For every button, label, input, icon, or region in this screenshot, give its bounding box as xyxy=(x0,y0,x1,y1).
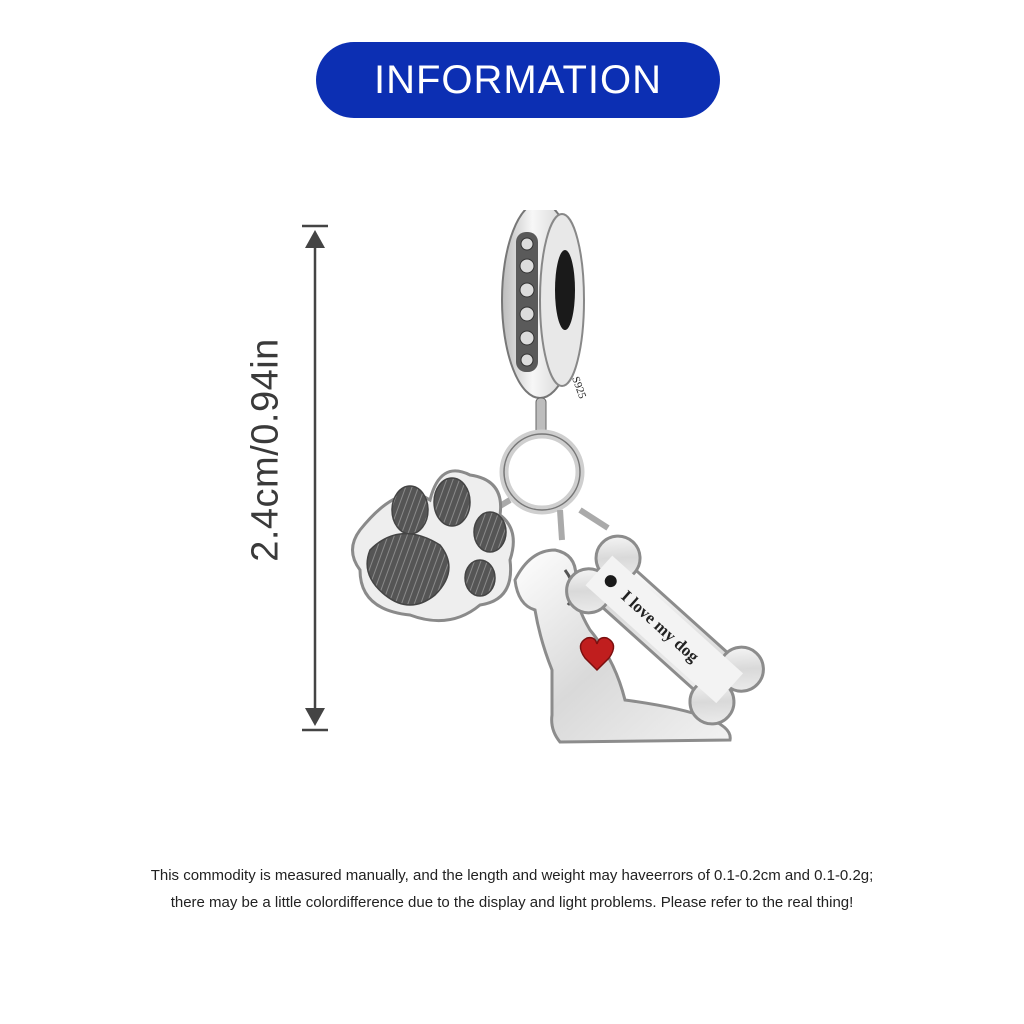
disclaimer-line-1: This commodity is measured manually, and… xyxy=(150,867,874,884)
spacer-bead: S925 xyxy=(501,210,588,401)
heart-icon xyxy=(579,636,615,672)
title-banner: INFORMATION xyxy=(316,42,720,118)
page-title: INFORMATION xyxy=(373,57,662,102)
paw-charm xyxy=(351,469,515,623)
stamp-text: S925 xyxy=(569,375,588,401)
height-dimension-arrow xyxy=(302,224,328,732)
dimension-label: 2.4cm/0.94in xyxy=(244,338,287,562)
bone-charm: I love my dog xyxy=(565,507,765,726)
disclaimer-line-2: there may be a little colordifference du… xyxy=(170,894,854,911)
disclaimer-note: This commodity is measured manually, and… xyxy=(0,862,1024,916)
charm-pendant-image: S925 xyxy=(351,210,765,744)
